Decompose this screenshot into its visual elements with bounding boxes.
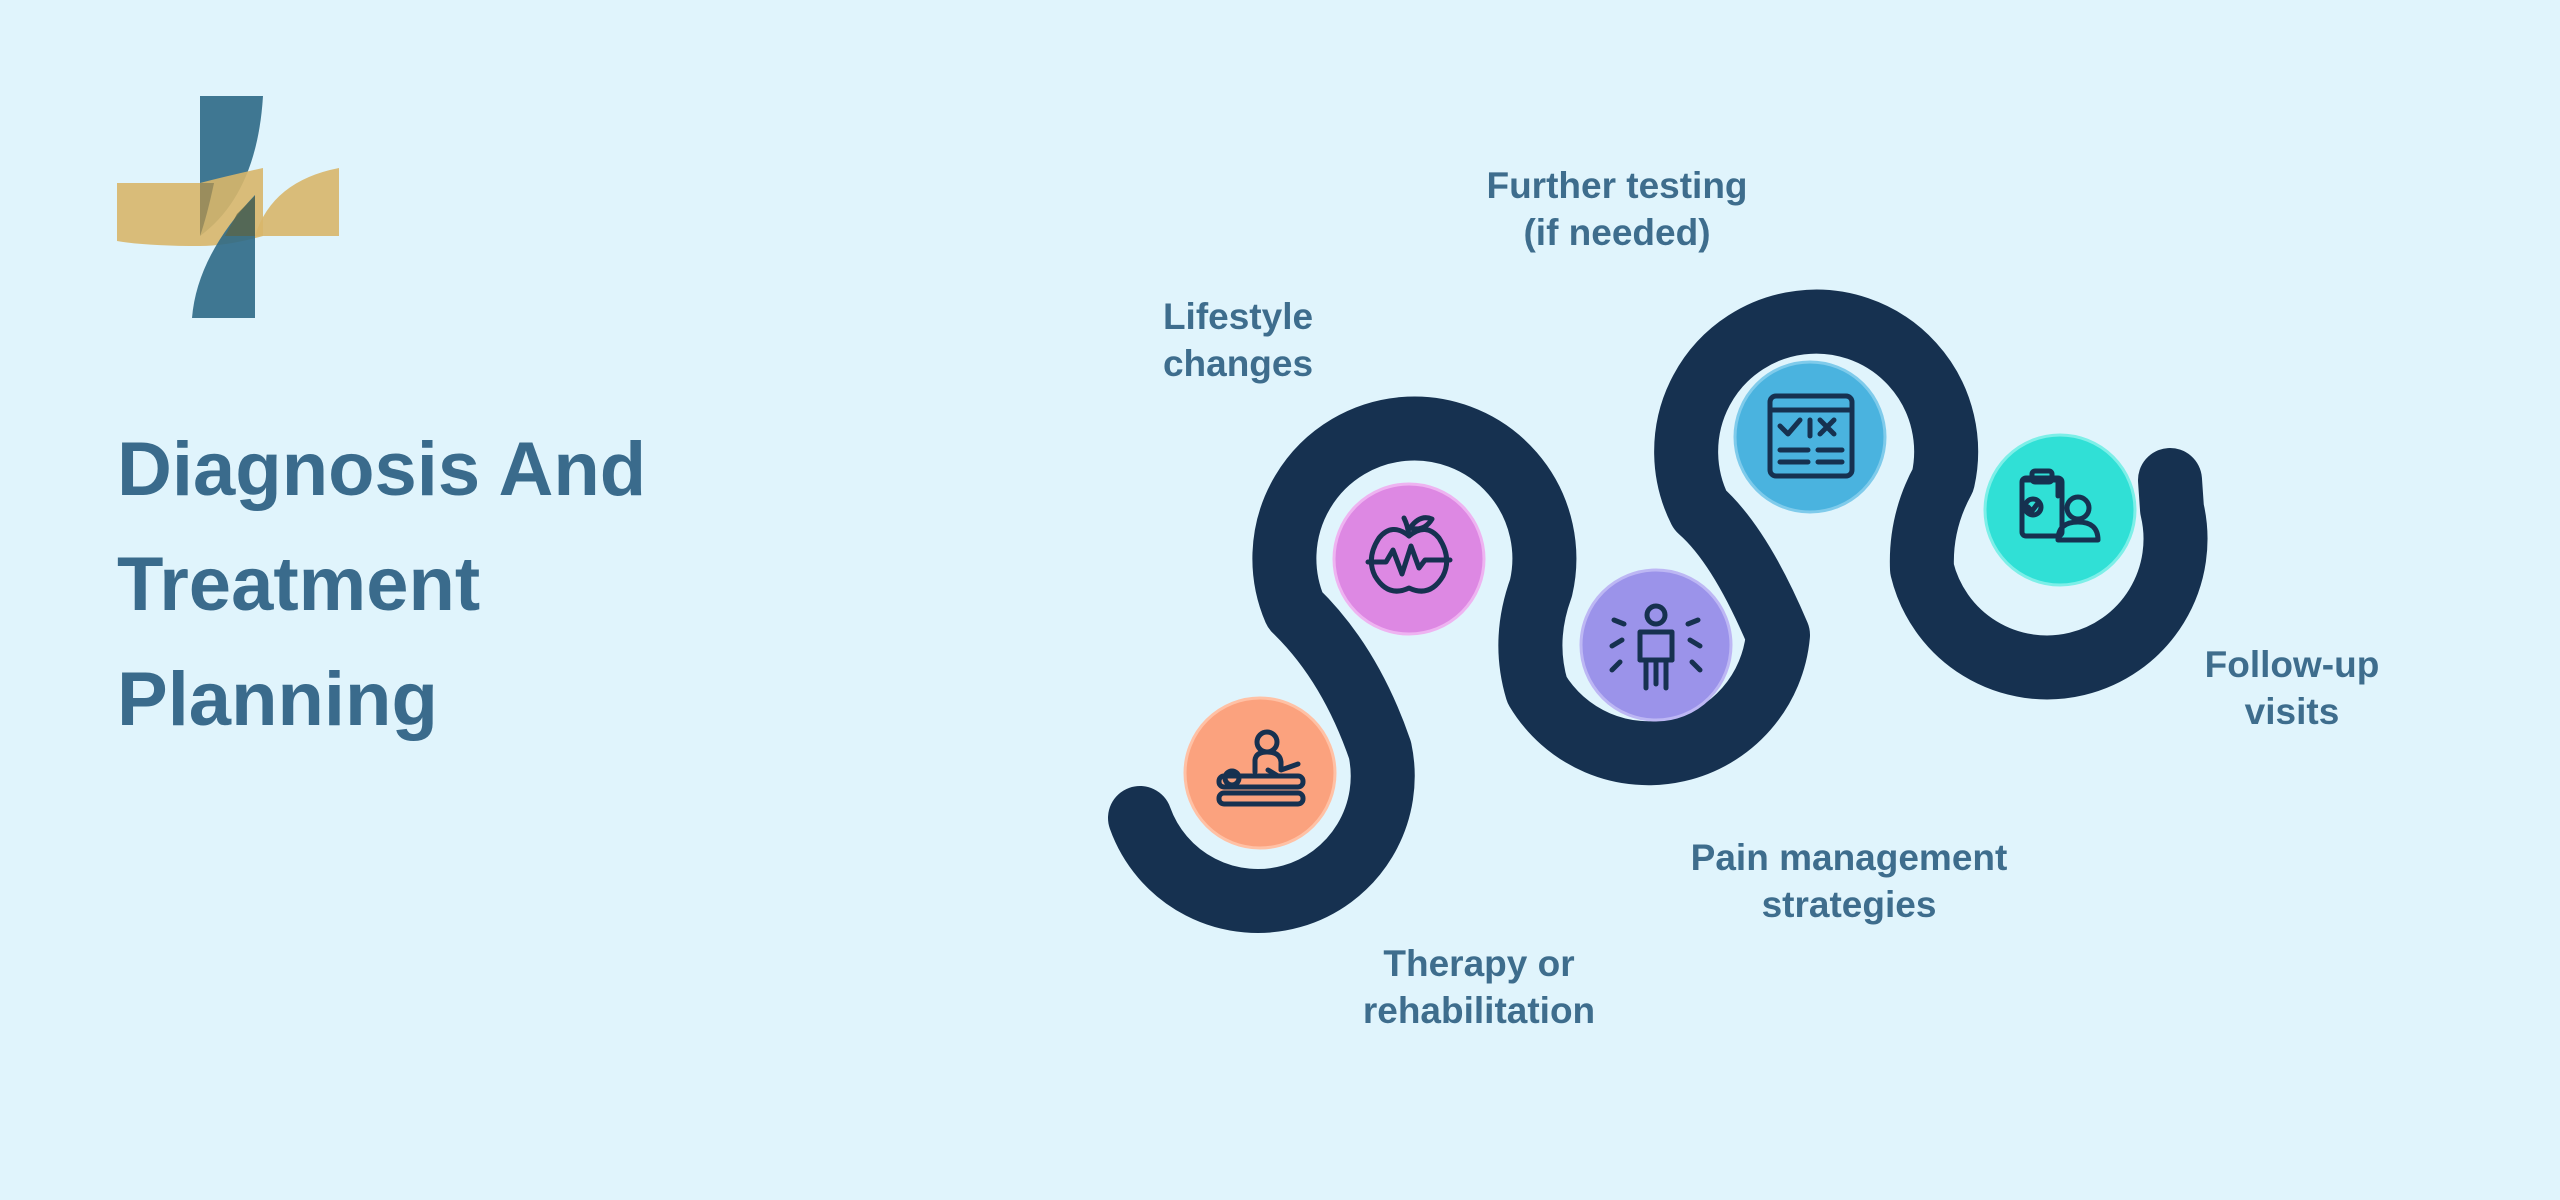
apple-heartbeat-icon — [1365, 515, 1453, 594]
title-line-1: Diagnosis And — [117, 427, 647, 512]
step-label-lifestyle: Lifestyle changes — [1162, 296, 1314, 384]
step-label-pain-management: Pain management strategies — [1690, 837, 2008, 925]
clipboard-patient-icon — [2019, 468, 2101, 543]
step-further-testing — [1733, 360, 1887, 514]
title-line-3: Planning — [117, 657, 438, 742]
step-label-therapy: Therapy or rehabilitation — [1362, 943, 1596, 1031]
page-title: Diagnosis And Treatment Planning — [117, 412, 817, 757]
serpentine-path — [1108, 289, 2208, 933]
massage-therapy-icon — [1216, 729, 1306, 807]
step-label-follow-up: Follow-up visits — [2204, 644, 2380, 732]
title-line-2: Treatment — [117, 542, 481, 627]
step-pain-management — [1579, 568, 1733, 722]
test-checklist-icon — [1767, 393, 1855, 479]
medical-cross-logo — [117, 96, 339, 318]
step-label-further-testing: Further testing (if needed) — [1486, 165, 1748, 253]
step-follow-up — [1983, 433, 2137, 587]
step-therapy — [1183, 696, 1337, 850]
step-lifestyle — [1332, 482, 1486, 636]
person-pain-icon — [1609, 603, 1703, 691]
